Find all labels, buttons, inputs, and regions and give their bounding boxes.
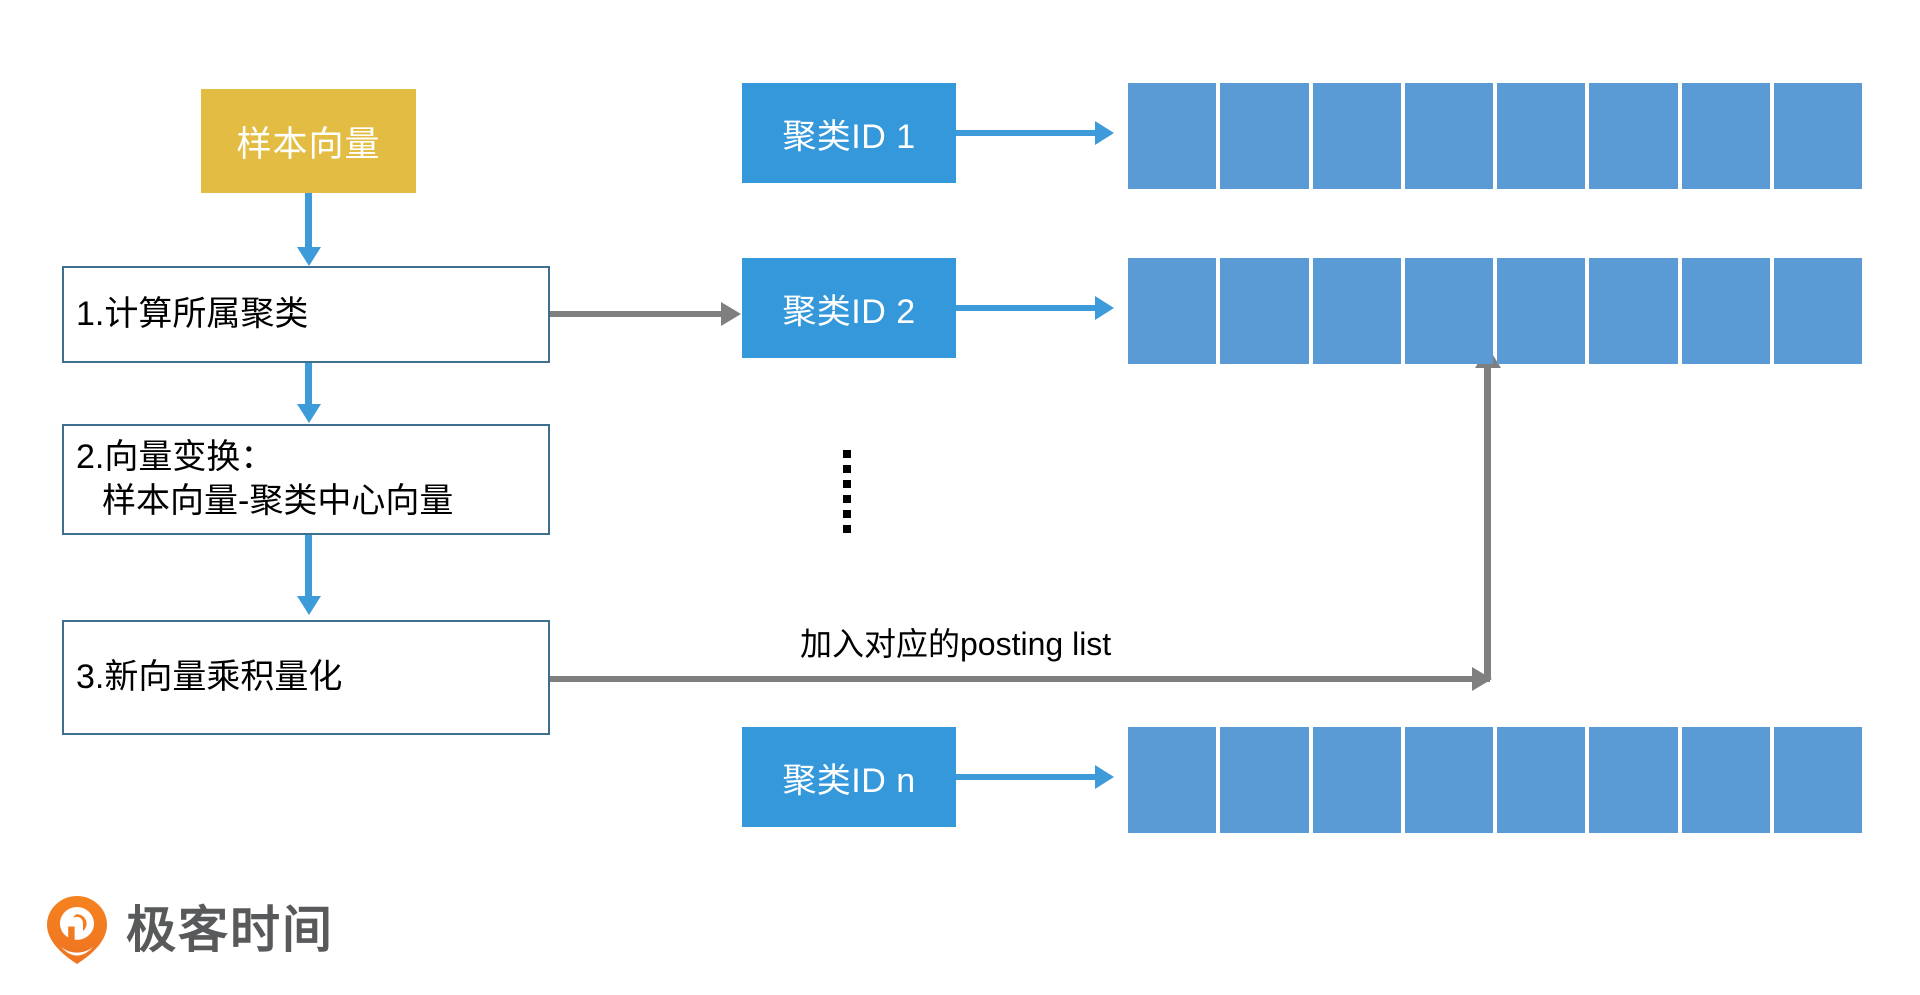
arrow-sample-to-step1-head xyxy=(297,247,321,266)
cluster-id-1-label: 聚类ID 1 xyxy=(782,117,916,156)
geektime-pin-icon xyxy=(46,895,108,965)
posting-cell[interactable] xyxy=(1128,727,1217,833)
ellipsis-dot xyxy=(843,525,851,533)
step-3-box: 3.新向量乘积量化 xyxy=(62,620,550,735)
vertical-ellipsis-icon xyxy=(843,450,851,533)
sample-vector-label: 样本向量 xyxy=(236,124,381,164)
posting-cell[interactable] xyxy=(1589,727,1678,833)
posting-cell[interactable] xyxy=(1497,727,1586,833)
cluster-id-1-box[interactable]: 聚类ID 1 xyxy=(742,83,956,183)
arrow-step2-to-step3-head xyxy=(297,596,321,615)
step-2-line-1: 2.向量变换： xyxy=(76,437,275,476)
cluster-id-n-label: 聚类ID n xyxy=(782,761,916,800)
arrow-clustern-to-posting-head xyxy=(1095,765,1114,789)
posting-cell[interactable] xyxy=(1312,258,1401,364)
posting-cell[interactable] xyxy=(1773,727,1862,833)
posting-list-2[interactable] xyxy=(1128,258,1862,364)
cluster-id-2-label: 聚类ID 2 xyxy=(782,292,916,331)
arrow-step1-to-step2-shaft xyxy=(305,363,312,405)
arrow-cluster2-to-posting-shaft xyxy=(956,305,1096,311)
ellipsis-dot xyxy=(843,450,851,458)
arrow-step2-to-step3-shaft xyxy=(305,535,312,597)
arrow-step3-to-posting-horizontal xyxy=(550,676,1490,682)
cluster-id-2-box[interactable]: 聚类ID 2 xyxy=(742,258,956,358)
arrow-step1-to-step2-head xyxy=(297,404,321,423)
arrow-step1-to-cluster2-head xyxy=(721,302,741,326)
arrow-cluster2-to-posting-head xyxy=(1095,296,1114,320)
posting-cell[interactable] xyxy=(1589,83,1678,189)
step-1-box: 1.计算所属聚类 xyxy=(62,266,550,363)
posting-cell[interactable] xyxy=(1128,258,1217,364)
posting-cell[interactable] xyxy=(1404,83,1493,189)
step-1-line-1: 1.计算所属聚类 xyxy=(76,294,309,333)
ellipsis-dot xyxy=(843,465,851,473)
posting-cell[interactable] xyxy=(1312,727,1401,833)
posting-list-n[interactable] xyxy=(1128,727,1862,833)
posting-cell[interactable] xyxy=(1312,83,1401,189)
ellipsis-dot xyxy=(843,495,851,503)
arrow-step3-to-posting-vertical xyxy=(1484,367,1491,679)
sample-vector-box: 样本向量 xyxy=(201,89,416,193)
posting-list-1[interactable] xyxy=(1128,83,1862,189)
posting-list-caption: 加入对应的posting list xyxy=(800,626,1112,662)
arrow-sample-to-step1-shaft xyxy=(305,193,312,249)
arrow-clustern-to-posting-shaft xyxy=(956,774,1096,780)
posting-cell[interactable] xyxy=(1589,258,1678,364)
ellipsis-dot xyxy=(843,510,851,518)
step-2-line-2: 样本向量-聚类中心向量 xyxy=(102,481,454,520)
posting-cell[interactable] xyxy=(1681,258,1770,364)
posting-cell[interactable] xyxy=(1681,83,1770,189)
arrow-cluster1-to-posting-shaft xyxy=(956,130,1096,136)
posting-cell[interactable] xyxy=(1773,83,1862,189)
arrow-cluster1-to-posting-head xyxy=(1095,121,1114,145)
posting-cell[interactable] xyxy=(1497,258,1586,364)
posting-cell[interactable] xyxy=(1220,727,1309,833)
brand-logo-text: 极客时间 xyxy=(126,902,334,958)
posting-cell[interactable] xyxy=(1220,83,1309,189)
posting-cell[interactable] xyxy=(1681,727,1770,833)
posting-cell[interactable] xyxy=(1497,83,1586,189)
step-2-box: 2.向量变换： 样本向量-聚类中心向量 xyxy=(62,424,550,535)
posting-cell[interactable] xyxy=(1128,83,1217,189)
cluster-id-n-box[interactable]: 聚类ID n xyxy=(742,727,956,827)
ellipsis-dot xyxy=(843,480,851,488)
step-3-line-1: 3.新向量乘积量化 xyxy=(76,657,343,696)
brand-logo: 极客时间 xyxy=(46,895,334,965)
posting-cell[interactable] xyxy=(1404,727,1493,833)
posting-cell[interactable] xyxy=(1404,258,1493,364)
arrow-step1-to-cluster2-shaft xyxy=(550,311,722,317)
posting-cell[interactable] xyxy=(1220,258,1309,364)
posting-cell[interactable] xyxy=(1773,258,1862,364)
